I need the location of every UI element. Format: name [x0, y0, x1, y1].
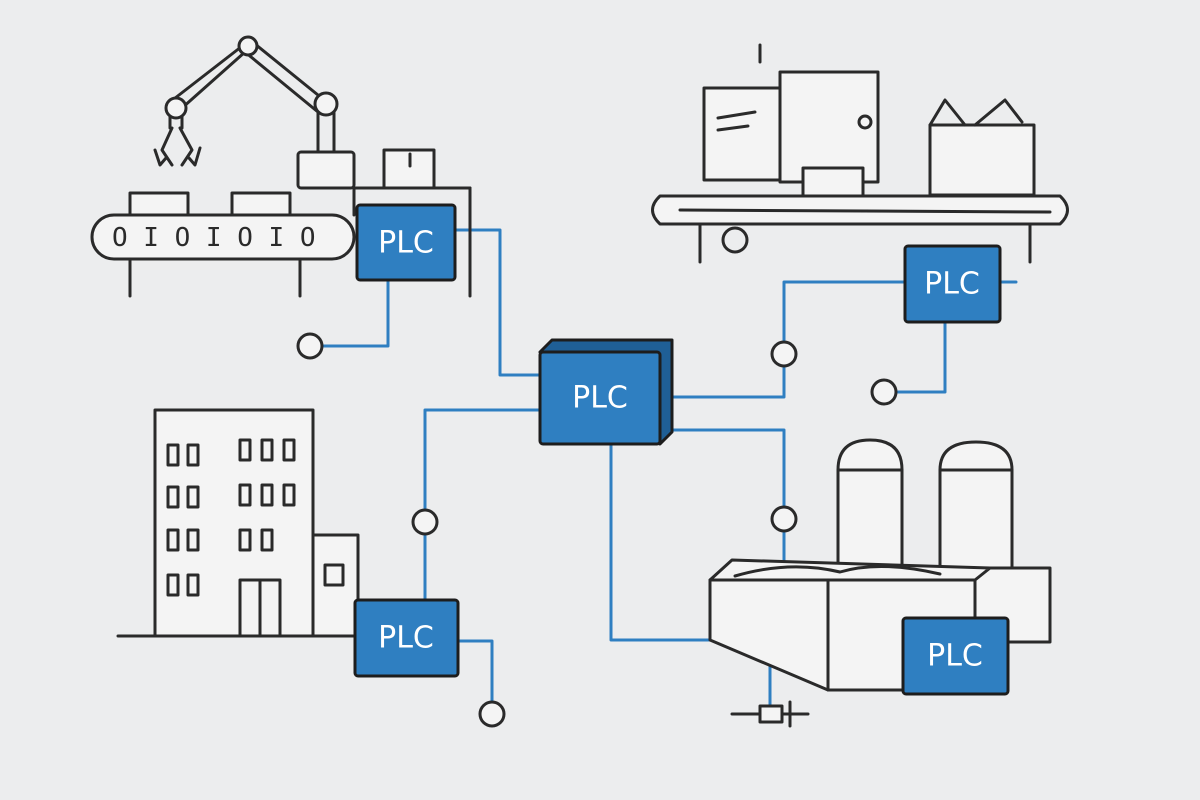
plc-packaging-line-box	[903, 244, 1002, 324]
sensor-node-icon	[411, 508, 439, 536]
plc-central-box	[538, 350, 662, 446]
plc-node-packaging-line[interactable]: PLC	[903, 244, 1002, 324]
plc-central-label: PLC	[572, 381, 628, 416]
network-wires	[320, 228, 1018, 709]
plc-robot-line-box	[355, 203, 457, 282]
office-building-icon	[116, 408, 360, 638]
wire-central-to-valve	[609, 440, 772, 709]
plc-packaging-line-label: PLC	[924, 267, 980, 302]
wire-central-to-silo	[663, 428, 786, 509]
wire-robot-to-central	[453, 228, 542, 377]
conveyor-belt-icon: O I O I O I O	[90, 148, 472, 298]
sensor-node-icon	[770, 505, 798, 533]
plc-node-robot-line[interactable]: PLC	[355, 203, 457, 282]
wire-packaging-upper	[782, 280, 907, 344]
valve-icon	[730, 700, 810, 728]
building-windows	[166, 438, 296, 597]
conveyor-marking: O I O I O I O	[112, 223, 316, 253]
sensor-node-icon	[478, 700, 506, 728]
plc-node-silo-plant[interactable]: PLC	[901, 616, 1010, 696]
wire-central-to-packaging	[663, 364, 786, 399]
wire-robot-sensor	[320, 278, 390, 348]
plc-node-central[interactable]: PLC	[538, 338, 674, 446]
wire-packaging-sensor	[894, 320, 947, 394]
robot-arm-icon	[153, 35, 356, 190]
plc-node-building[interactable]: PLC	[353, 598, 460, 678]
sensor-node-icon	[296, 332, 324, 360]
wire-central-to-building	[423, 408, 542, 511]
silo-tank-icon	[708, 438, 1052, 692]
wire-building-sensor	[456, 639, 494, 704]
plc-building-box	[353, 598, 460, 678]
plc-silo-plant-box	[901, 616, 1010, 696]
packaging-machine-icon	[651, 43, 1069, 264]
sensor-node-icon	[870, 378, 898, 406]
sensor-node-icon	[770, 340, 798, 368]
plc-silo-plant-label: PLC	[927, 639, 983, 674]
plc-robot-line-label: PLC	[378, 226, 434, 261]
sensor-nodes	[296, 332, 898, 728]
plc-building-label: PLC	[378, 621, 434, 656]
